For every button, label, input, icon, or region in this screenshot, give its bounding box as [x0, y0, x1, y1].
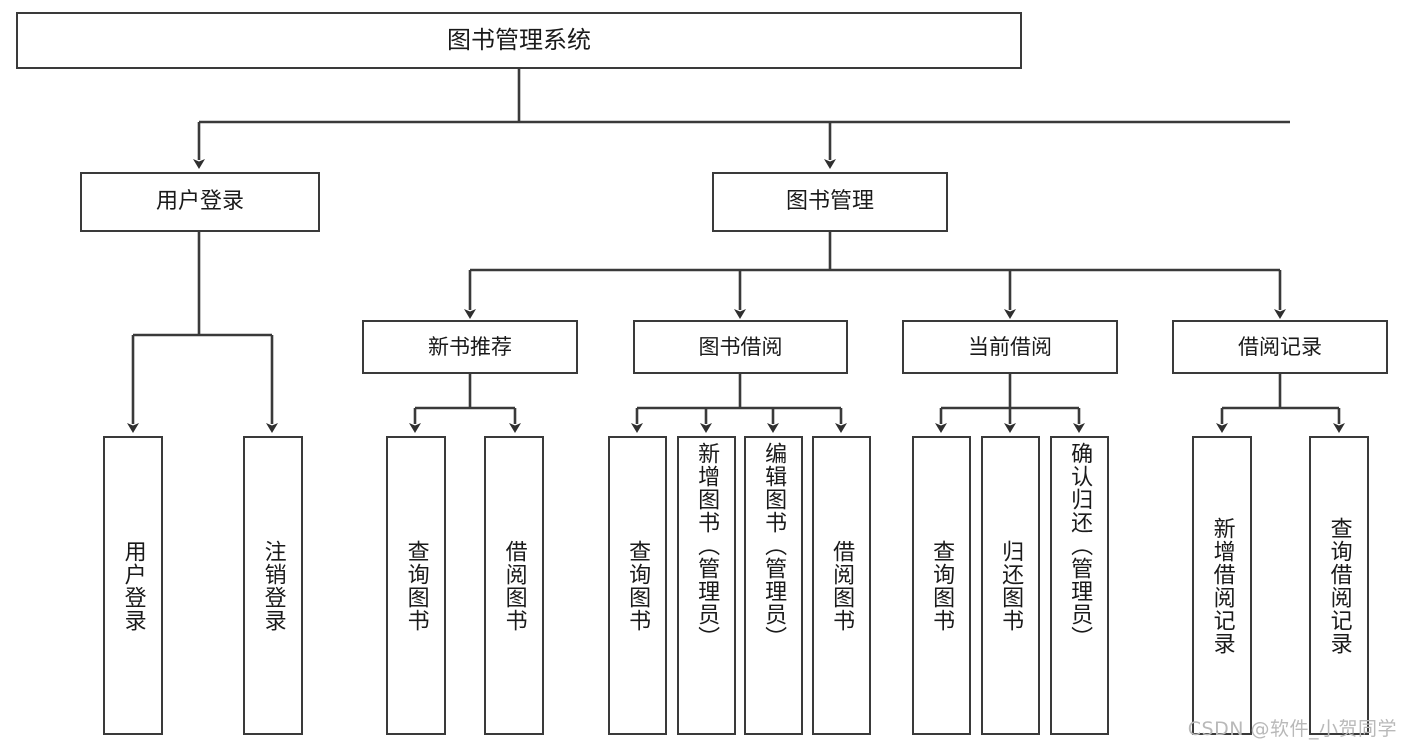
leaf-label: 编辑图书（管理员） — [761, 442, 787, 649]
node-borrow-records-label: 借阅记录 — [1238, 334, 1322, 359]
leaf-user-login-signin[interactable]: 用户登录 — [103, 436, 163, 735]
leaf-label: 查询图书 — [625, 539, 651, 632]
node-book-borrow[interactable]: 图书借阅 — [633, 320, 848, 374]
node-book-borrow-label: 图书借阅 — [698, 334, 783, 359]
leaf-label: 新增借阅记录 — [1209, 516, 1235, 655]
node-current-borrow[interactable]: 当前借阅 — [902, 320, 1118, 374]
leaf-borrow-query-book[interactable]: 查询图书 — [608, 436, 667, 735]
leaf-borrow-edit-book-admin[interactable]: 编辑图书（管理员） — [744, 436, 803, 735]
node-new-book-recommend[interactable]: 新书推荐 — [362, 320, 578, 374]
watermark-text: CSDN @软件_小贺同学 — [1187, 718, 1397, 740]
leaf-borrow-add-book-admin[interactable]: 新增图书（管理员） — [677, 436, 736, 735]
leaf-records-add-record[interactable]: 新增借阅记录 — [1192, 436, 1252, 735]
node-book-management[interactable]: 图书管理 — [712, 172, 948, 232]
leaf-label: 查询图书 — [403, 539, 429, 632]
node-current-borrow-label: 当前借阅 — [968, 334, 1052, 359]
leaf-recommend-borrow-book[interactable]: 借阅图书 — [484, 436, 544, 735]
leaf-label: 确认归还（管理员） — [1067, 442, 1093, 649]
leaf-current-confirm-return-admin[interactable]: 确认归还（管理员） — [1050, 436, 1109, 735]
leaf-user-login-signout[interactable]: 注销登录 — [243, 436, 303, 735]
node-user-login[interactable]: 用户登录 — [80, 172, 320, 232]
leaf-label: 借阅图书 — [501, 539, 527, 632]
node-new-book-recommend-label: 新书推荐 — [428, 334, 512, 359]
leaf-recommend-query-book[interactable]: 查询图书 — [386, 436, 446, 735]
leaf-label: 查询图书 — [929, 539, 955, 632]
node-root-system[interactable]: 图书管理系统 — [16, 12, 1022, 69]
leaf-current-query-book[interactable]: 查询图书 — [912, 436, 971, 735]
node-book-management-label: 图书管理 — [785, 189, 874, 215]
leaf-label: 新增图书（管理员） — [694, 442, 720, 649]
leaf-label: 借阅图书 — [829, 539, 855, 632]
node-borrow-records[interactable]: 借阅记录 — [1172, 320, 1388, 374]
leaf-records-query-record[interactable]: 查询借阅记录 — [1309, 436, 1369, 735]
leaf-label: 用户登录 — [120, 539, 146, 632]
node-user-login-label: 用户登录 — [155, 189, 244, 215]
node-root-label: 图书管理系统 — [447, 25, 591, 54]
leaf-label: 归还图书 — [998, 539, 1024, 632]
leaf-label: 注销登录 — [260, 539, 286, 632]
leaf-current-return-book[interactable]: 归还图书 — [981, 436, 1040, 735]
leaf-borrow-borrow-book[interactable]: 借阅图书 — [812, 436, 871, 735]
leaf-label: 查询借阅记录 — [1326, 516, 1352, 655]
